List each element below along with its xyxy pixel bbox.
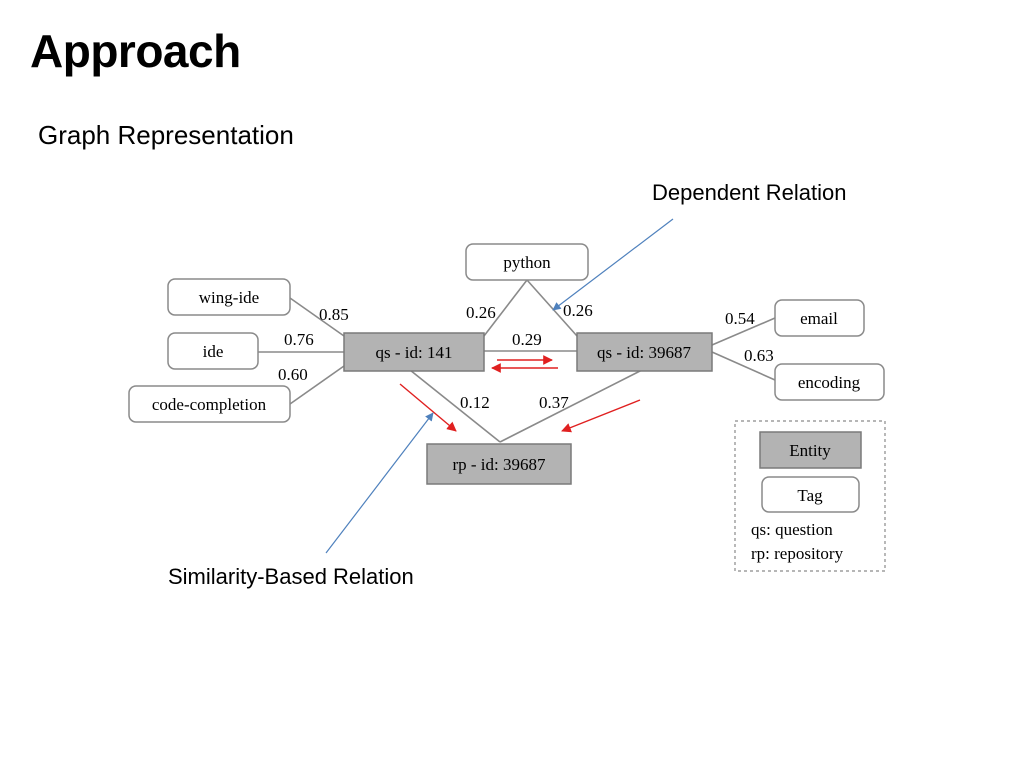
node-ide-label: ide bbox=[203, 342, 224, 361]
node-qs-39687: qs - id: 39687 bbox=[576, 332, 713, 372]
legend-tag-swatch bbox=[761, 476, 860, 513]
legend: Entity Tag qs: question rp: repository bbox=[734, 420, 886, 572]
node-qs-39687-label: qs - id: 39687 bbox=[597, 343, 691, 362]
node-ide: ide bbox=[167, 332, 259, 370]
slide-subtitle: Graph Representation bbox=[38, 120, 294, 150]
weight-python-qs39687: 0.26 bbox=[563, 301, 593, 320]
edge-code-completion-qs141 bbox=[289, 365, 345, 405]
edge-qs39687-rp bbox=[499, 369, 643, 443]
node-rp-39687: rp - id: 39687 bbox=[426, 443, 572, 485]
weight-wing-ide-qs141: 0.85 bbox=[319, 305, 349, 324]
dependent-relation-label: Dependent Relation bbox=[652, 180, 847, 205]
weight-python-qs141: 0.26 bbox=[466, 303, 496, 322]
legend-qs-note: qs: question bbox=[751, 520, 833, 539]
similarity-relation-label: Similarity-Based Relation bbox=[168, 564, 414, 589]
similarity-callout-arrow bbox=[325, 412, 434, 554]
similarity-arrow-to-rp-left bbox=[399, 383, 457, 432]
node-email-label: email bbox=[800, 309, 838, 328]
weight-qs39687-encoding: 0.63 bbox=[744, 346, 774, 365]
legend-entity-label: Entity bbox=[789, 441, 831, 460]
legend-tag-label: Tag bbox=[797, 486, 823, 505]
edge-qs39687-email bbox=[711, 317, 776, 346]
legend-rp-note: rp: repository bbox=[751, 544, 844, 563]
node-python: python bbox=[465, 243, 589, 281]
similarity-arrow-to-rp-right bbox=[561, 399, 641, 433]
edge-wing-ide-qs141 bbox=[289, 297, 345, 337]
node-qs-141-label: qs - id: 141 bbox=[376, 343, 453, 362]
weight-ide-qs141: 0.76 bbox=[284, 330, 314, 349]
node-wing-ide-label: wing-ide bbox=[199, 288, 259, 307]
slide-title: Approach bbox=[30, 25, 241, 77]
weight-code-completion-qs141: 0.60 bbox=[278, 365, 308, 384]
node-rp-39687-label: rp - id: 39687 bbox=[452, 455, 546, 474]
node-code-completion-label: code-completion bbox=[152, 395, 267, 414]
dependent-callout-arrow bbox=[552, 218, 674, 311]
node-python-label: python bbox=[503, 253, 551, 272]
node-wing-ide: wing-ide bbox=[167, 278, 291, 316]
weight-qs141-rp: 0.12 bbox=[460, 393, 490, 412]
weight-qs39687-rp: 0.37 bbox=[539, 393, 569, 412]
edge-python-qs141 bbox=[483, 279, 528, 337]
node-qs-141: qs - id: 141 bbox=[343, 332, 485, 372]
node-encoding: encoding bbox=[774, 363, 885, 401]
legend-entity-swatch bbox=[759, 431, 862, 469]
node-encoding-label: encoding bbox=[798, 373, 861, 392]
weight-qs39687-email: 0.54 bbox=[725, 309, 755, 328]
edge-python-qs39687 bbox=[526, 279, 578, 337]
node-code-completion: code-completion bbox=[128, 385, 291, 423]
node-email: email bbox=[774, 299, 865, 337]
edge-qs39687-encoding bbox=[711, 351, 776, 381]
weight-qs141-qs39687: 0.29 bbox=[512, 330, 542, 349]
edge-qs141-rp bbox=[409, 369, 501, 443]
